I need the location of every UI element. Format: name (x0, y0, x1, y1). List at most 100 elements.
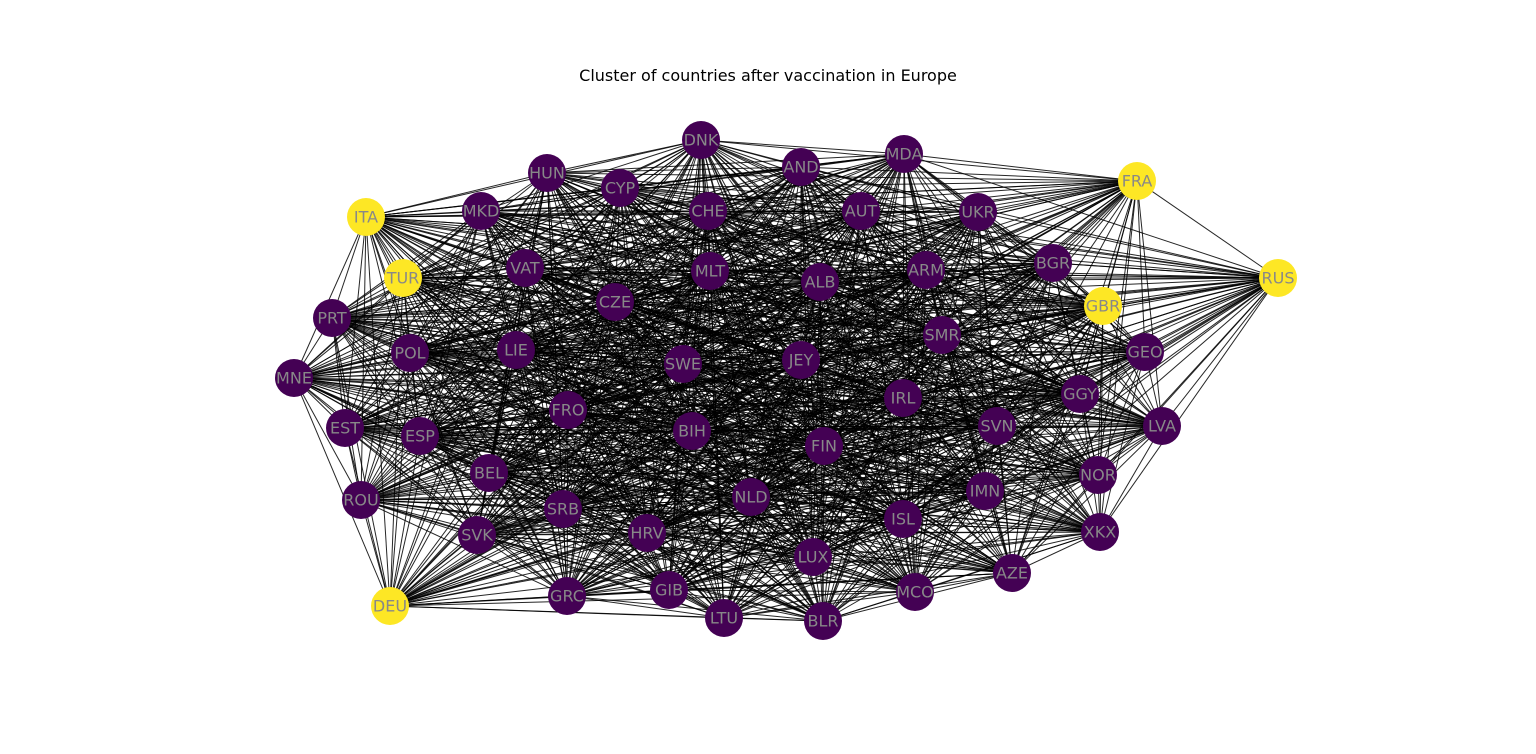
edge-JEY-GGY (800, 359, 1081, 395)
node-label: DNK (684, 131, 719, 150)
node-bgr: BGR (1034, 244, 1072, 282)
edge-AND-HUN (546, 166, 802, 174)
edge-ITA-MNE (293, 216, 367, 379)
edge-SMR-XKX (941, 334, 1101, 533)
edge-SMR-GEO (941, 334, 1146, 353)
edge-ISL-AZE (902, 518, 1013, 574)
node-isl: ISL (884, 500, 922, 538)
edge-AUT-PRT (331, 210, 862, 319)
node-circle (548, 577, 586, 615)
edge-FRO-NLD (567, 409, 752, 498)
node-label: ITA (354, 208, 378, 227)
node-hun: HUN (528, 154, 566, 192)
node-nld: NLD (732, 478, 770, 516)
node-mkd: MKD (462, 192, 500, 230)
node-label: ISL (891, 510, 915, 529)
edge-ALB-BEL (488, 281, 821, 474)
edge-GGY-BLR (822, 393, 1081, 622)
edge-HUN-POL (409, 172, 548, 354)
edge-BGR-RUS (1052, 262, 1279, 279)
edge-BEL-ISL (488, 472, 904, 520)
edge-AUT-VAT (524, 210, 862, 269)
edge-layer (293, 139, 1279, 622)
edge-PRT-SMR (331, 317, 943, 336)
edge-ALB-GBR (819, 281, 1104, 307)
node-ukr: UKR (959, 193, 997, 231)
edge-PRT-GEO (331, 317, 1146, 353)
edge-FRA-ISL (902, 180, 1138, 520)
edge-LUX-GIB (668, 556, 814, 591)
node-label: POL (394, 344, 425, 363)
node-pol: POL (391, 334, 429, 372)
node-label: ROU (343, 491, 378, 510)
edge-FRA-MKD (480, 180, 1138, 212)
edge-ITA-MLT (365, 216, 711, 272)
node-circle (673, 412, 711, 450)
node-circle (371, 587, 409, 625)
edge-TUR-SWE (402, 277, 684, 365)
edge-POL-SWE (409, 352, 684, 365)
edge-UKR-ESP (419, 211, 979, 437)
node-circle (326, 409, 364, 447)
node-label: GBR (1086, 297, 1121, 316)
node-label: XKX (1084, 523, 1116, 542)
edge-LIE-GEO (515, 349, 1146, 353)
node-circle (884, 379, 922, 417)
edge-CHE-VAT (524, 210, 709, 269)
node-label: ESP (405, 427, 435, 446)
node-circle (1081, 513, 1119, 551)
edge-ESP-SVK (419, 435, 478, 536)
edge-CYP-MKD (480, 187, 621, 212)
node-label: BIH (678, 422, 706, 441)
edge-LUX-AZE (812, 556, 1013, 574)
node-gbr: GBR (1084, 287, 1122, 325)
node-circle (549, 391, 587, 429)
node-circle (884, 500, 922, 538)
edge-SWE-GRC (566, 363, 684, 597)
node-ita: ITA (347, 198, 385, 236)
node-label: GIB (655, 581, 683, 600)
edge-UKR-TUR (402, 211, 979, 279)
node-grc: GRC (548, 577, 586, 615)
edge-JEY-GRC (566, 359, 802, 597)
node-circle (628, 514, 666, 552)
node-fin: FIN (805, 427, 843, 465)
node-cyp: CYP (601, 169, 639, 207)
node-label: GRC (550, 587, 584, 606)
edge-RUS-PRT (331, 277, 1279, 319)
edge-AUT-CZE (614, 210, 862, 303)
node-imn: IMN (966, 472, 1004, 510)
node-lie: LIE (497, 331, 535, 369)
node-che: CHE (689, 192, 727, 230)
node-jey: JEY (782, 341, 820, 379)
edge-IRL-LVA (902, 397, 1163, 427)
edge-HUN-ITA (365, 172, 548, 218)
edge-VAT-PRT (331, 267, 526, 319)
edge-NLD-AZE (750, 496, 1013, 574)
node-circle (923, 316, 961, 354)
node-circle (313, 299, 351, 337)
node-label: GEO (1127, 343, 1162, 362)
node-label: SMR (924, 326, 959, 345)
edge-HRV-BLR (646, 532, 824, 622)
edge-NLD-SRB (562, 496, 752, 510)
edge-LIE-ROU (360, 349, 517, 501)
edge-CZE-NOR (614, 301, 1099, 476)
node-label: BGR (1036, 254, 1070, 273)
node-circle (347, 198, 385, 236)
node-label: HRV (630, 524, 663, 543)
node-circle (601, 169, 639, 207)
edge-GBR-SWE (682, 305, 1104, 365)
node-label: PRT (317, 309, 347, 328)
edge-ISL-GIB (668, 518, 904, 591)
edge-CZE-GBR (614, 301, 1104, 307)
edge-SRB-DEU (389, 508, 564, 607)
node-label: MLT (695, 262, 726, 281)
edge-AUT-GEO (860, 210, 1146, 353)
node-label: HUN (529, 164, 565, 183)
edge-ISL-SVK (476, 518, 904, 536)
node-mda: MDA (885, 135, 923, 173)
edge-ALB-SVN (819, 281, 998, 427)
node-circle (342, 481, 380, 519)
edge-GBR-LIE (515, 305, 1104, 351)
